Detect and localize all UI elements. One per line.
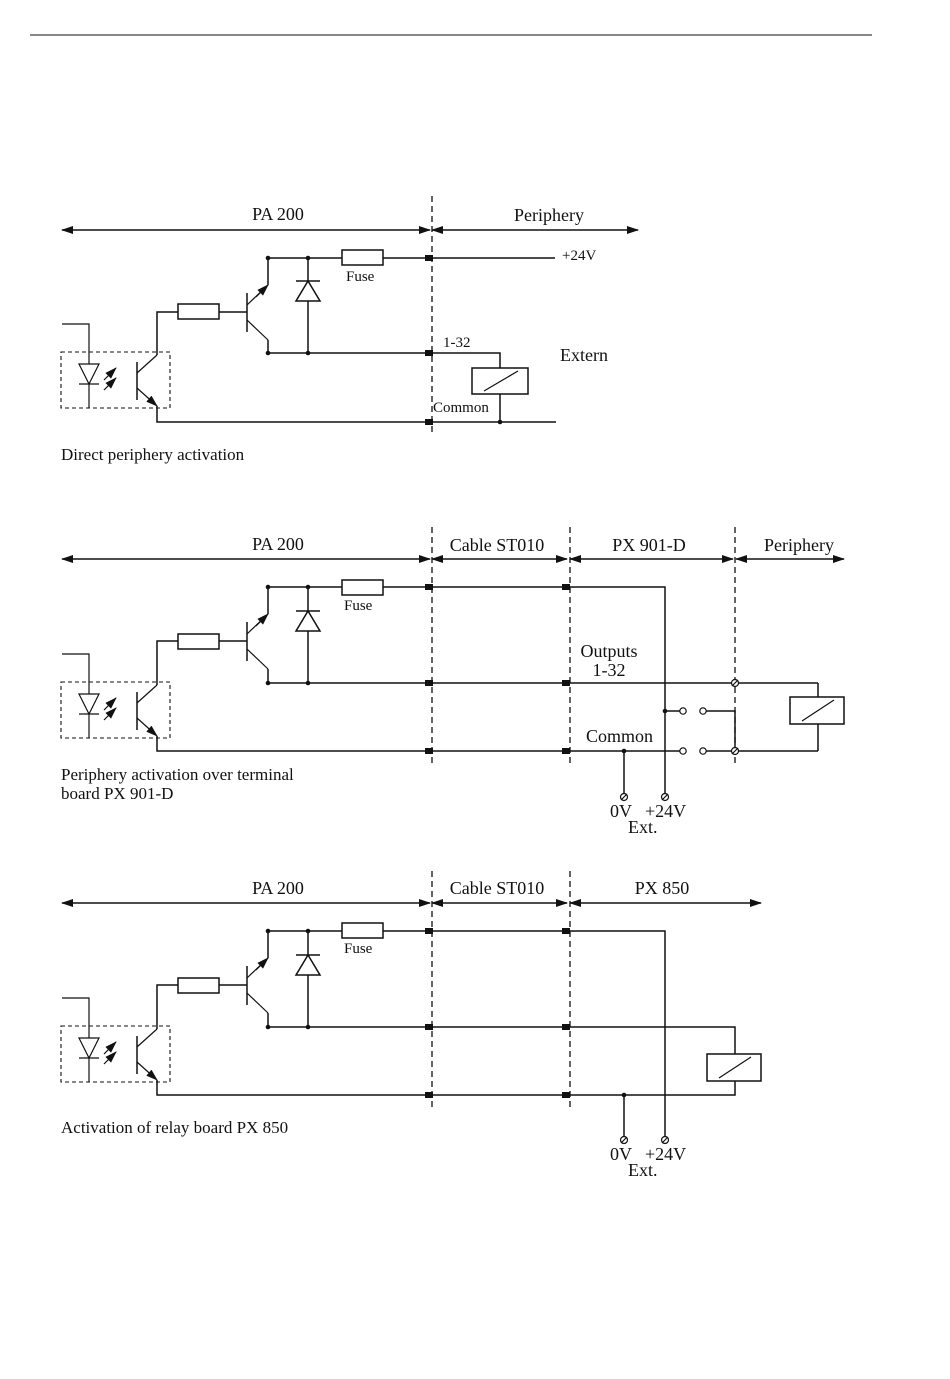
fuse-icon xyxy=(342,250,383,265)
supply-label: +24V xyxy=(562,248,596,264)
led-icon xyxy=(79,694,99,714)
fuse-label: Fuse xyxy=(344,941,373,957)
ext-label: Ext. xyxy=(628,817,658,837)
resistor-icon xyxy=(178,304,219,319)
diagram-px901d-activation: PA 200 Cable ST010 PX 901-D Periphery xyxy=(61,527,844,837)
fuse-label: Fuse xyxy=(346,269,375,285)
section-label-pa200: PA 200 xyxy=(252,204,304,224)
resistor-icon xyxy=(178,634,219,649)
section-label-cable: Cable ST010 xyxy=(450,878,545,898)
diagram-caption-line1: Periphery activation over terminal xyxy=(61,765,294,784)
opto-input-wire xyxy=(62,324,89,364)
optocoupler-box xyxy=(61,352,170,408)
section-label-periphery: Periphery xyxy=(514,205,584,225)
switch-contact-icon xyxy=(700,708,706,714)
led-icon xyxy=(79,364,99,384)
section-label-px901d: PX 901-D xyxy=(612,535,686,555)
diode-icon xyxy=(296,281,320,301)
light-arrow-icon xyxy=(104,368,116,380)
common-label: Common xyxy=(586,726,653,746)
outputs-label: Outputs xyxy=(580,641,637,661)
outputs-range-label: 1-32 xyxy=(593,660,626,680)
diagram-caption-line2: board PX 901-D xyxy=(61,784,173,803)
section-label-pa200: PA 200 xyxy=(252,534,304,554)
diode-icon xyxy=(296,611,320,631)
switch-contact-icon xyxy=(680,708,686,714)
fuse-icon xyxy=(342,580,383,595)
section-label-periphery: Periphery xyxy=(764,535,834,555)
optocoupler-box xyxy=(61,1026,170,1082)
resistor-icon xyxy=(178,978,219,993)
output-label: 1-32 xyxy=(443,335,471,351)
section-label-pa200: PA 200 xyxy=(252,878,304,898)
led-icon xyxy=(79,1038,99,1058)
diode-icon xyxy=(296,955,320,975)
diagram-direct-activation: PA 200 Periphery xyxy=(61,196,638,464)
section-label-cable: Cable ST010 xyxy=(450,535,545,555)
section-label-px850: PX 850 xyxy=(635,878,690,898)
common-label: Common xyxy=(433,400,489,416)
diagram-px850-activation: PA 200 Cable ST010 PX 850 Fuse xyxy=(61,871,761,1180)
extern-label: Extern xyxy=(560,345,608,365)
ext-label: Ext. xyxy=(628,1160,658,1180)
fuse-label: Fuse xyxy=(344,598,373,614)
diagram-caption: Direct periphery activation xyxy=(61,445,245,464)
switch-contact-icon xyxy=(680,748,686,754)
fuse-icon xyxy=(342,923,383,938)
optocoupler-box xyxy=(61,682,170,738)
switch-contact-icon xyxy=(700,748,706,754)
diagram-caption: Activation of relay board PX 850 xyxy=(61,1118,288,1137)
